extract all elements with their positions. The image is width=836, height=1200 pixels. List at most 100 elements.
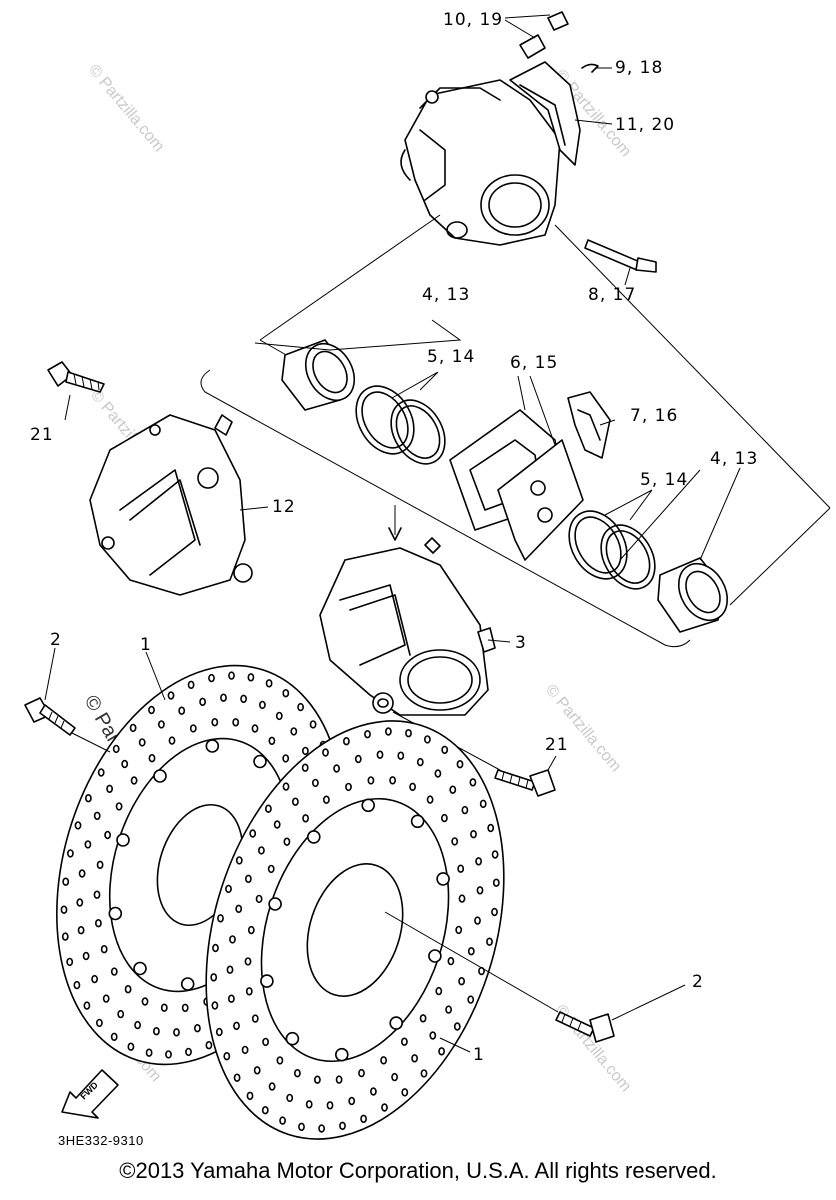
disc-hole xyxy=(342,736,350,746)
disc-hole xyxy=(233,1073,241,1082)
leader xyxy=(44,647,56,701)
label-11-20: 11, 20 xyxy=(615,115,675,135)
disc-hole xyxy=(276,1056,284,1065)
disc-hole xyxy=(226,965,234,974)
seal-right xyxy=(568,510,656,590)
disc-hole xyxy=(262,1037,269,1047)
disc-hole xyxy=(441,745,449,754)
disc-hole xyxy=(193,1023,201,1033)
disc-hole xyxy=(282,782,290,791)
disc-hole xyxy=(275,711,283,721)
disc-hole xyxy=(309,720,317,729)
disc-rivet xyxy=(428,949,442,963)
disc-hole xyxy=(364,729,371,739)
disc-hole xyxy=(189,724,197,733)
disc-hole xyxy=(212,943,219,953)
disc-hole xyxy=(423,735,431,744)
disc-rivet xyxy=(180,977,195,991)
disc-hole xyxy=(348,1096,356,1106)
disc-hole xyxy=(97,768,105,777)
disc-hole xyxy=(486,937,493,946)
disc-hole xyxy=(124,984,132,994)
disc-hole xyxy=(492,878,500,887)
disc-hole xyxy=(130,776,138,785)
disc-hole xyxy=(220,693,227,702)
disc-hole xyxy=(479,799,487,808)
bolt-2-left xyxy=(24,697,76,736)
disc-hole xyxy=(265,679,273,688)
disc-hole xyxy=(251,1014,259,1023)
disc-hole xyxy=(313,1075,321,1084)
label-7-16: 7, 16 xyxy=(630,406,678,426)
disc-hole xyxy=(95,918,102,928)
disc-hole xyxy=(282,688,290,698)
disc-hole xyxy=(96,1018,103,1028)
disc-hole xyxy=(104,830,111,840)
disc-hole xyxy=(458,976,465,986)
disc-hole xyxy=(61,932,69,941)
disc-hole xyxy=(487,823,495,833)
disc-hole xyxy=(241,1045,249,1055)
disc-hole xyxy=(302,814,309,823)
disc-hole xyxy=(145,1048,153,1057)
disc-hole xyxy=(445,1005,452,1014)
disc-hole xyxy=(78,869,86,878)
label-21-a: 21 xyxy=(30,425,54,445)
disc-hole xyxy=(129,723,137,733)
disc-hole xyxy=(110,1032,118,1042)
disc-hole xyxy=(268,1082,276,1091)
disc-hole xyxy=(247,673,255,682)
leader xyxy=(547,755,557,771)
disc-hole xyxy=(268,736,276,745)
disc-hole xyxy=(381,1103,388,1112)
disc-rivet xyxy=(253,754,267,769)
disc-hole xyxy=(187,680,195,689)
disc-hole xyxy=(228,671,235,680)
caliper-left xyxy=(89,414,253,596)
label-5-14-b: 5, 14 xyxy=(640,470,688,490)
disc-hole xyxy=(491,907,498,917)
disc-hole xyxy=(367,776,375,785)
leader-lines-middle xyxy=(254,319,741,561)
disc-hole xyxy=(326,1101,334,1110)
leader xyxy=(384,911,559,1013)
pin-bolt-icon xyxy=(584,239,657,273)
disc-rivet xyxy=(260,974,274,988)
disc-hole xyxy=(257,846,265,855)
disc-hole xyxy=(121,759,129,769)
label-4-13-a: 4, 13 xyxy=(422,285,470,305)
disc-hole xyxy=(167,691,175,700)
disc-hole xyxy=(93,811,101,820)
disc-rivet xyxy=(361,798,376,813)
diagram-code: 3HE332-9310 xyxy=(58,1133,144,1148)
disc-hole xyxy=(261,1105,269,1115)
leader xyxy=(439,1037,471,1053)
disc-hole xyxy=(434,769,442,778)
disc-hole xyxy=(293,1068,301,1078)
disc-hole xyxy=(311,778,319,788)
disc-hole xyxy=(476,886,484,895)
disc-hole xyxy=(451,837,459,846)
disc-rivet xyxy=(133,961,147,976)
disc-hole xyxy=(435,986,443,996)
disc-hole xyxy=(298,1122,305,1132)
pad-clip xyxy=(567,391,611,459)
disc-hole xyxy=(217,914,224,923)
disc-hole xyxy=(253,1066,261,1075)
disc-hole xyxy=(264,804,272,813)
disc-rivet xyxy=(205,739,220,753)
disc-hole xyxy=(181,1003,189,1012)
disc-hole xyxy=(235,856,243,865)
leader xyxy=(145,651,166,701)
disc-rivet xyxy=(268,897,282,911)
disc-hole xyxy=(244,957,252,966)
disc-hole xyxy=(409,782,416,791)
disc-hole xyxy=(391,1072,398,1082)
disc-hole xyxy=(339,1121,346,1131)
label-5-14-a: 5, 14 xyxy=(427,347,475,367)
disc-hole xyxy=(397,751,405,760)
disc-hole xyxy=(474,916,481,925)
disc-hole xyxy=(360,1114,367,1124)
disc-hole xyxy=(305,1100,313,1109)
leader xyxy=(239,506,269,511)
